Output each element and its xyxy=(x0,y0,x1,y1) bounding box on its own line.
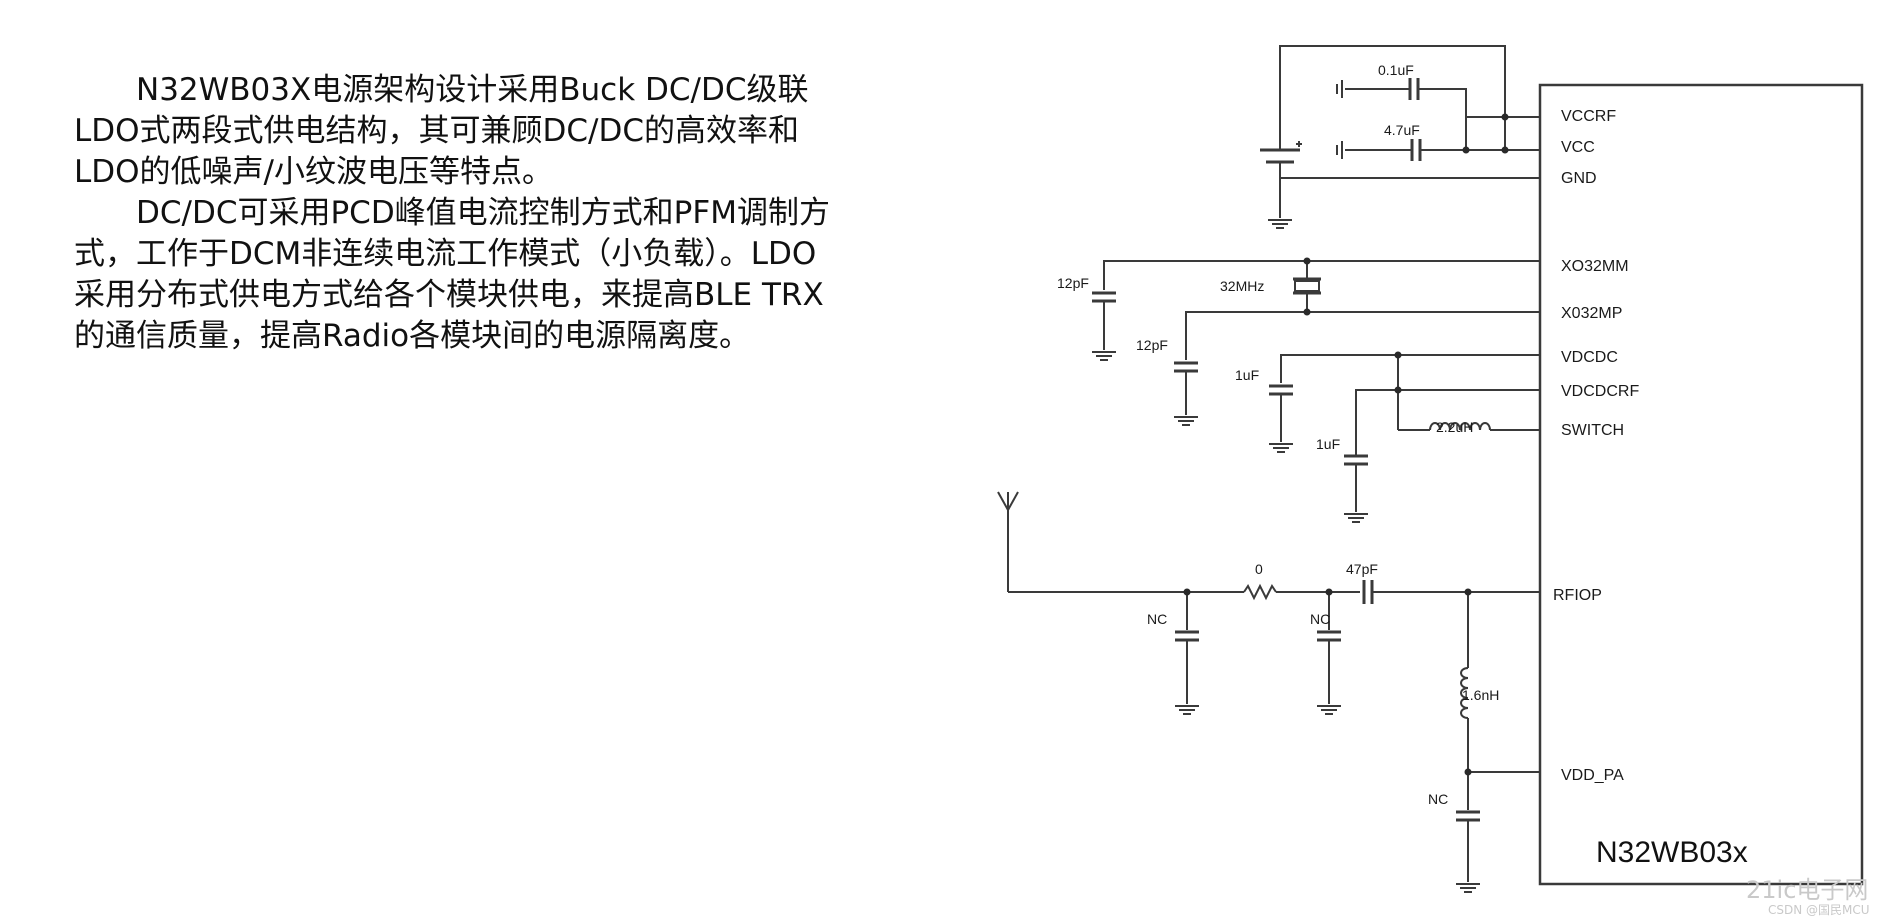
pin-xo32mm: XO32MM xyxy=(1561,258,1629,275)
pin-vdcdcrf: VDCDCRF xyxy=(1561,383,1639,400)
label-nc-left: NC xyxy=(1147,611,1167,627)
label-cap-4-7uf: 4.7uF xyxy=(1384,122,1420,138)
label-vdcdc-cap: 1uF xyxy=(1235,367,1259,383)
pin-vdcdc: VDCDC xyxy=(1561,349,1618,366)
label-nc-mid: NC xyxy=(1310,611,1330,627)
antenna-icon xyxy=(997,491,1019,592)
label-inductor-1-6nh: 1.6nH xyxy=(1462,687,1499,703)
label-crystal-32mhz: 32MHz xyxy=(1220,278,1264,294)
label-inductor-2-2uh: 2.2uH xyxy=(1436,419,1473,435)
power-section: 0.1uF 4.7uF xyxy=(1260,45,1540,229)
crystal-section: 32MHz 12pF 12pF xyxy=(1057,257,1540,426)
chip-body xyxy=(1538,83,1864,886)
paragraph-1: N32WB03X电源架构设计采用Buck DC/DC级联LDO式两段式供电结构，… xyxy=(74,72,809,190)
pin-vccrf: VCCRF xyxy=(1561,108,1616,125)
label-cap-47pf: 47pF xyxy=(1346,561,1378,577)
rf-section: 0 47pF NC NC 1.6nH NC xyxy=(997,491,1540,893)
label-nc-pa: NC xyxy=(1428,791,1448,807)
watermark-credit: CSDN @国民MCU xyxy=(1768,903,1870,917)
label-xtal-cap-right: 12pF xyxy=(1136,337,1168,353)
dcdc-section: 2.2uH 1uF 1uF xyxy=(1235,351,1540,523)
label-xtal-cap-left: 12pF xyxy=(1057,275,1089,291)
label-vdcdcrf-cap: 1uF xyxy=(1316,436,1340,452)
watermark-logo: 21ic电子网 xyxy=(1746,876,1868,904)
pin-gnd: GND xyxy=(1561,170,1597,187)
paragraph-2: DC/DC可采用PCD峰值电流控制方式和PFM调制方式，工作于DCM非连续电流工… xyxy=(74,195,830,354)
pin-x032mp: X032MP xyxy=(1561,305,1622,322)
pin-switch: SWITCH xyxy=(1561,422,1624,439)
label-cap-0-1uf: 0.1uF xyxy=(1378,62,1414,78)
pin-rfiop: RFIOP xyxy=(1553,587,1602,604)
pin-vdd-pa: VDD_PA xyxy=(1561,767,1624,784)
description-text: N32WB03X电源架构设计采用Buck DC/DC级联LDO式两段式供电结构，… xyxy=(74,70,834,357)
pin-vcc: VCC xyxy=(1561,139,1595,156)
chip-name: N32WB03x xyxy=(1596,836,1748,869)
label-resistor-0: 0 xyxy=(1255,561,1263,577)
